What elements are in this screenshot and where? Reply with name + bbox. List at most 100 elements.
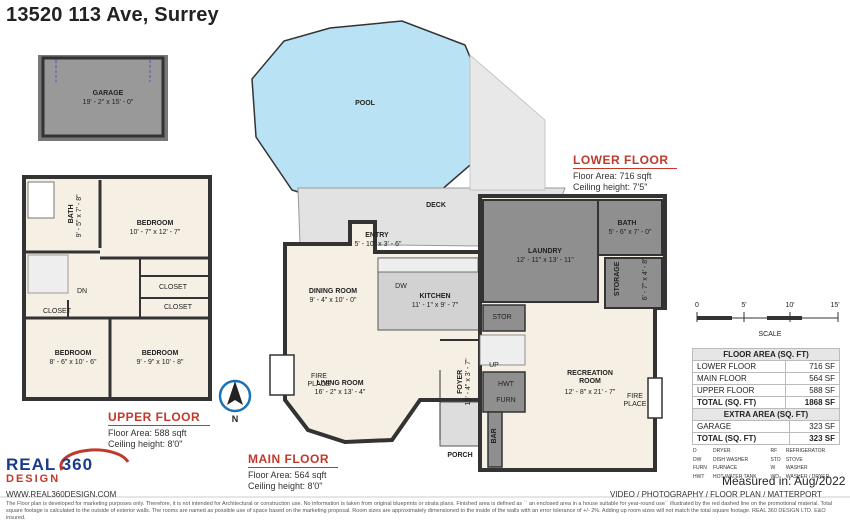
bedroom1-dim: 10' - 7" x 12' - 7" [129,229,181,236]
table-total-row: TOTAL (SQ. FT)1868 SF [691,396,840,409]
legend-code: STO [770,456,781,463]
logo-wordmark-bottom: DESIGN [6,473,61,485]
scale-label-15: 15' [830,302,840,309]
scale-label-10: 10' [785,302,795,309]
scale-title: SCALE [758,331,782,338]
upper-bath-dim: 9' - 5" x 7' - 8" [76,194,84,238]
logo-arc [59,448,130,471]
living-dim: 16' - 2" x 13' - 4" [314,389,366,396]
row-value: 588 SF [785,384,840,397]
row-name: LOWER FLOOR [691,360,787,373]
upper-hall [27,254,69,294]
main-floor-plan [269,220,482,447]
dw-label: DW [395,283,407,290]
main-floor-info: MAIN FLOOR Floor Area: 564 sqft Ceiling … [248,452,338,492]
floor-area-header: FLOOR AREA (SQ. FT) [692,348,840,361]
legend-meaning: DRYER [713,448,731,454]
foyer-dim: 13' - 4" x 3' - 7" [465,358,473,406]
dining-dim: 9' - 4" x 10' - 0" [309,297,357,304]
hwt-label: HWT [498,381,514,388]
closet-label-1: CLOSET [158,284,187,291]
row-name: UPPER FLOOR [691,384,787,397]
scale-label-0: 0 [695,302,699,309]
legend-row: DW DISH WASHER STO STOVE [692,456,842,465]
bedroom3-dim: 9' - 9" x 10' - 8" [136,359,184,366]
pool-label: POOL [355,100,375,107]
table-total-row: TOTAL (SQ. FT)323 SF [691,432,840,445]
deck-side [469,54,546,191]
legend-meaning: STOVE [785,456,803,463]
porch-label: PORCH [447,452,473,459]
storage-dim: 6' - 7" x 4' - 8" [642,257,650,301]
main-floor-underline [248,467,338,468]
extra-area-header: EXTRA AREA (SQ. FT) [692,408,840,421]
lower-floor-info: LOWER FLOOR Floor Area: 716 sqft Ceiling… [573,153,677,193]
upper-floor-area: Floor Area: 588 sqft [108,428,187,438]
legend-code: WD [770,473,779,480]
main-floor-area: Floor Area: 564 sqft [248,470,327,480]
legend-meaning: FURNACE [713,465,738,471]
bedroom1-label: BEDROOM [136,220,174,227]
legend-meaning: REFRIGERATOR [785,448,826,454]
scale-label-5: 5' [741,302,747,309]
dn-label-upper: DN [76,288,88,295]
legend-code: HWT [693,473,705,480]
hwt-furn [482,371,526,413]
legend-code: DW [693,456,702,463]
row-value: 716 SF [785,360,840,373]
disclaimer-text: The Floor plan is developed for marketin… [6,501,833,521]
garage-label: GARAGE [92,90,124,97]
closet-label-3: CLOSET [42,308,71,315]
laundry-label: LAUNDRY [528,248,562,255]
lower-fireplace [647,377,663,419]
rec-room-label: RECREATION ROOM [567,370,613,385]
deck-label: DECK [426,202,446,209]
compass-arrow [227,381,243,405]
foyer-label: FOYER [457,369,465,394]
logo-wordmark-top: REAL 360 [6,455,94,474]
pool [251,20,489,214]
closet-label-2: CLOSET [163,304,192,311]
lower-bath-label: BATH [617,220,637,227]
lower-floor-underline [573,168,677,169]
upper-floor-ceiling: Ceiling height: 8'0" [108,438,183,449]
row-value: 323 SF [789,420,840,433]
bar-label: BAR [491,428,499,444]
website-link[interactable]: WWW.REAL360DESIGN.COM [6,490,117,499]
kitchen-label: KITCHEN [419,293,451,300]
total-name: TOTAL (SQ. FT) [691,432,791,445]
legend-meaning: DISH WASHER [713,456,749,463]
scale-bar-fill-2 [767,316,802,320]
bar-counter [487,411,503,468]
services-text: VIDEO / PHOTOGRAPHY / FLOOR PLAN / MATTE… [610,490,822,499]
legend-meaning: WASHER [785,465,808,471]
upper-bath-fixture [27,181,55,219]
legend-code: RF [770,448,778,454]
upper-floor-name: UPPER FLOOR [108,410,201,424]
compass-north-label: N [231,414,239,424]
legend-code: FURN [693,465,707,471]
scale-bar-fill-1 [697,316,732,320]
lower-floor-name: LOWER FLOOR [573,153,669,167]
legend-row: D DRYER RF REFRIGERATOR [692,447,842,456]
living-label: LIVING ROOM [316,380,364,387]
lower-floor-ceiling: Ceiling height: 7'5" [573,181,648,192]
fireplace-label-lower: FIRE PLACE [623,393,647,408]
row-name: GARAGE [691,420,791,433]
main-floor-name: MAIN FLOOR [248,452,329,466]
legend-code: D [693,448,697,454]
lower-bath-dim: 5' - 6" x 7' - 0" [608,229,652,236]
garage-room [41,56,165,138]
stor-closet [482,304,526,332]
fireplace-label-main: FIRE PLACE [307,373,331,388]
laundry-dim: 12' - 11" x 13' - 11" [516,257,574,264]
kitchen-counter [377,257,479,273]
